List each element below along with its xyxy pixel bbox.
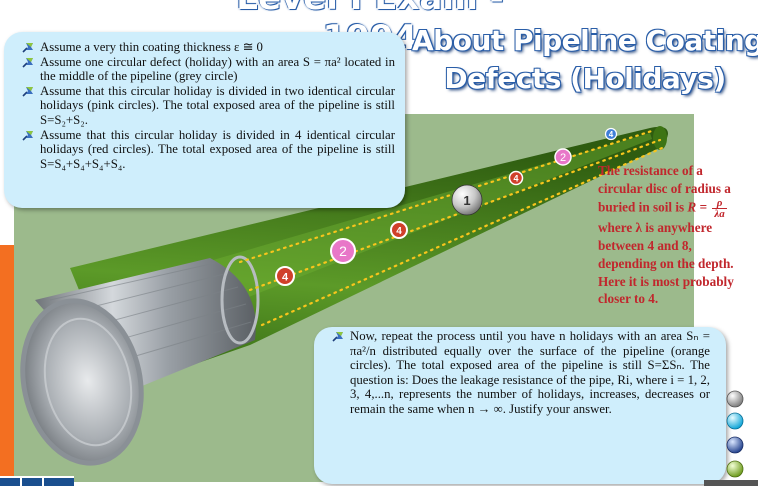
resistance-line-3: buried in soil is: [598, 199, 685, 215]
resistance-fraction: ρ λa: [712, 197, 727, 220]
blue-nav-dot-icon[interactable]: [726, 436, 744, 454]
grey-nav-dot-icon[interactable]: [726, 390, 744, 408]
resistance-formula: buried in soil is R = ρ λa: [598, 197, 758, 220]
holiday-label: 4: [609, 130, 614, 139]
assumption-text-4: Assume that this circular holiday is div…: [40, 127, 395, 171]
holiday-circle-4-d: 4: [604, 127, 618, 141]
pipe-opening: [20, 298, 144, 466]
pushpin-bullet-icon: [22, 130, 33, 141]
resistance-line-2: circular disc of radius a: [598, 180, 731, 196]
assumption-text-2: Assume one circular defect (holiday) wit…: [40, 54, 395, 84]
holiday-label: 1: [463, 193, 470, 208]
holiday-circle-2-b: 2: [554, 148, 572, 166]
green-nav-dot-icon[interactable]: [726, 460, 744, 478]
fraction-numerator: ρ: [712, 197, 727, 209]
holiday-circle-4-b: 4: [390, 221, 408, 239]
assumption-item: Assume one circular defect (holiday) wit…: [22, 55, 395, 84]
assumption-item: Assume that this circular holiday is div…: [22, 128, 395, 172]
holiday-label: 4: [513, 174, 518, 184]
resistance-line-5: between 4 and 8,: [598, 237, 692, 253]
assumption-item: Assume that this circular holiday is div…: [22, 84, 395, 128]
slide-nav: [726, 390, 744, 478]
resistance-line-1: The resistance of a: [598, 163, 703, 178]
footer-divider: [20, 478, 22, 486]
assumption-text-1: Assume a very thin coating thickness ε ≅…: [40, 40, 263, 54]
slide-title-line2: Defects (Holidays): [444, 62, 726, 95]
holiday-circle-4-a: 4: [275, 266, 295, 286]
assumption-item: Assume a very thin coating thickness ε ≅…: [22, 40, 395, 55]
pushpin-bullet-icon: [22, 57, 33, 68]
footer-tab: [0, 476, 74, 486]
pushpin-bullet-icon: [22, 86, 33, 97]
question-text: Now, repeat the process until you have n…: [350, 329, 710, 416]
slide-title: About Pipeline Coating Defects (Holidays…: [412, 22, 758, 98]
holiday-label: 2: [560, 152, 566, 164]
r-symbol: R =: [687, 199, 708, 215]
accent-bar: [0, 245, 14, 486]
resistance-line-8: closer to 4.: [598, 291, 659, 307]
holiday-circle-2-a: 2: [330, 238, 356, 264]
resistance-note: The resistance of a circular disc of rad…: [598, 162, 758, 308]
footer-divider: [42, 478, 44, 486]
resistance-line-4: where λ is anywhere: [598, 219, 713, 235]
holiday-label: 4: [282, 272, 289, 284]
pushpin-bullet-icon: [22, 43, 33, 53]
resistance-line-6: depending on the depth.: [598, 255, 734, 271]
question-item: Now, repeat the process until you have n…: [332, 329, 710, 417]
holiday-label: 4: [396, 226, 402, 237]
footer-bar: [704, 480, 758, 486]
holiday-circle-4-c: 4: [508, 170, 524, 186]
slide-title-line1: About Pipeline Coating: [412, 24, 758, 57]
assumptions-callout: Assume a very thin coating thickness ε ≅…: [4, 32, 405, 208]
pushpin-bullet-icon: [332, 332, 343, 342]
holiday-circle-1: 1: [451, 184, 483, 216]
cyan-nav-dot-icon[interactable]: [726, 412, 744, 430]
question-callout: Now, repeat the process until you have n…: [314, 327, 726, 484]
fraction-denominator: λa: [714, 207, 725, 220]
assumption-text-3: Assume that this circular holiday is div…: [40, 83, 395, 127]
resistance-line-7: Here it is most probably: [598, 273, 734, 289]
holiday-label: 2: [339, 243, 347, 259]
